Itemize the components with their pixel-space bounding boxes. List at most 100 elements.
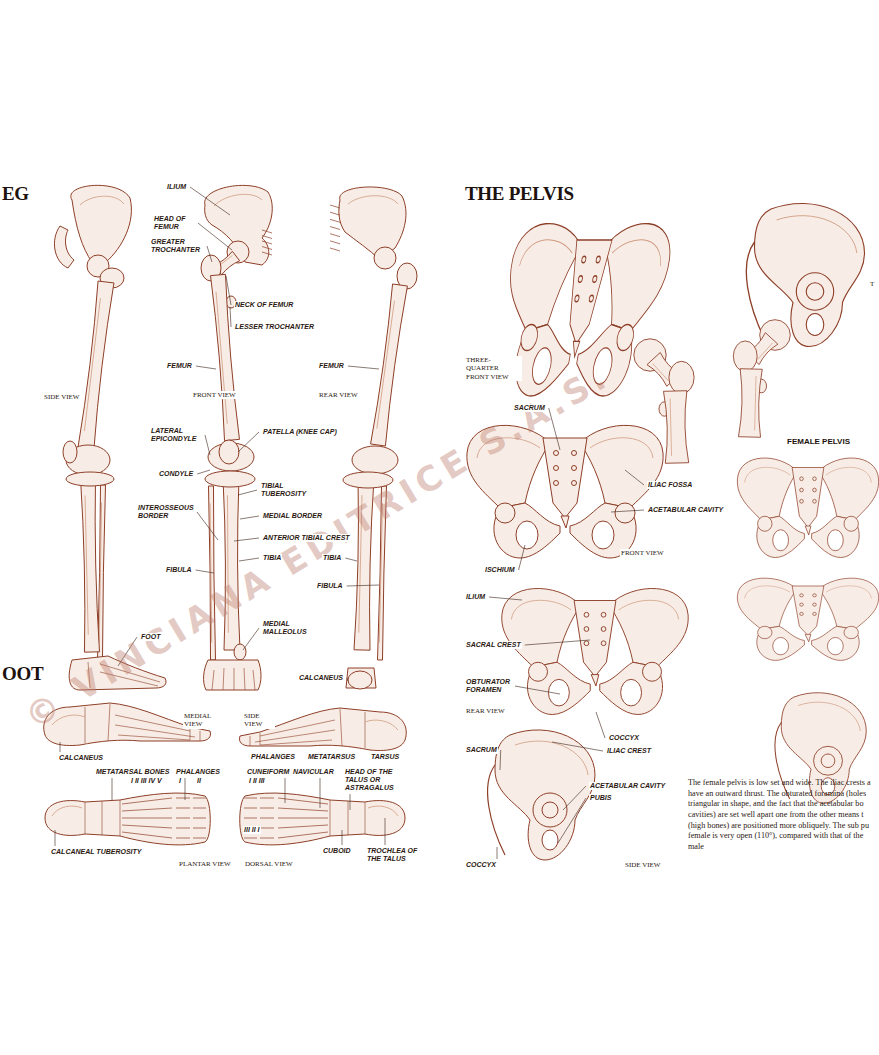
leader-line (55, 830, 56, 846)
part-label: SACRUM (513, 404, 546, 412)
medial-malleolus (234, 644, 246, 660)
part-label: CUBOID (322, 847, 352, 855)
sacral-foramen (572, 466, 577, 471)
iliac-fossa-shade (519, 240, 574, 266)
iliac-shade (777, 216, 857, 253)
tibial-plateau (66, 472, 114, 486)
section-heading: THE PELVIS (465, 183, 574, 205)
foot-dorsal-view (240, 793, 405, 845)
part-label: PHALANGES (175, 768, 221, 776)
foot-plantar-view (45, 793, 210, 845)
part-label: GREATER TROCHANTER (150, 238, 204, 254)
sacral-foramen (813, 488, 817, 492)
iliac-shade (798, 702, 860, 731)
part-label: LATERAL EPICONDYLE (150, 427, 202, 443)
calcaneus-shade (368, 806, 398, 816)
view-label: MEDIAL VIEW (183, 712, 215, 729)
sacral-foramen (813, 594, 817, 597)
part-label: ISCHIUM (484, 566, 516, 574)
obturator-foramen (773, 637, 789, 654)
leg-rear-view (330, 187, 417, 689)
part-label: SACRAL CREST (465, 641, 522, 649)
view-label: PLANTAR VIEW (178, 860, 232, 868)
view-label: SIDE VIEW (243, 712, 275, 729)
part-label: COCCYX (608, 734, 640, 742)
leader-line (197, 470, 210, 474)
calcaneus-shade (365, 720, 398, 730)
hip-bone (495, 730, 595, 860)
sacral-foramen (601, 612, 606, 617)
femur-condyle (352, 446, 398, 474)
fibula-shade (99, 502, 101, 642)
obturator-foramen (773, 530, 789, 551)
ilium (339, 187, 406, 260)
part-label: II (196, 777, 202, 785)
femur-upper-end (634, 339, 694, 463)
leader-line (552, 742, 603, 751)
metatarsal-ray (122, 832, 206, 838)
sacrum (559, 240, 613, 344)
sacrum-edge (330, 234, 340, 237)
femur-shade (377, 301, 395, 429)
iliac-wing (580, 425, 663, 508)
sacral-foramen (589, 295, 594, 302)
metatarsal-ray (122, 818, 206, 819)
sacral-foramen (800, 499, 804, 503)
iliac-crest-shade (348, 196, 398, 204)
foot-outline (240, 793, 405, 845)
tarsal-bones (85, 800, 120, 836)
leader-line (347, 585, 379, 586)
metatarsal-ray (122, 808, 206, 811)
leader-line (230, 307, 231, 327)
leader-line (285, 778, 286, 803)
view-label: FRONT VIEW (192, 391, 237, 399)
part-label: LESSER TROCHANTER (234, 323, 315, 331)
toe-bones (212, 668, 255, 690)
metatarsal-ray (122, 825, 206, 828)
part-label: CUNEIFORM (246, 768, 290, 776)
part-label: ACETABULAR CAVITY (647, 506, 724, 514)
femur-neck-shade (758, 343, 773, 359)
obturator-foramen (621, 679, 642, 706)
part-label: HEAD OF THE TALUS OR ASTRAGALUS (344, 768, 418, 792)
part-label: CALCANEUS (298, 674, 344, 682)
leader-line (207, 246, 212, 262)
sacral-foramen (584, 612, 589, 617)
part-label: TIBIA (322, 554, 342, 562)
sacral-foramen (800, 603, 804, 606)
sacrum-coccyx (775, 723, 790, 800)
leader-line (350, 794, 351, 810)
obturator-foramen (827, 530, 843, 551)
iliac-fossa-shade (610, 240, 665, 266)
part-label: ANTERIOR TIBIAL CREST (262, 534, 351, 542)
part-label: METATARSAL BONES (95, 768, 170, 776)
part-label: NECK OF FEMUR (234, 301, 294, 309)
sacrum-edge (330, 219, 340, 222)
part-label: PUBIS (589, 794, 612, 802)
leader-line (196, 570, 214, 573)
iliac-fossa-shade (214, 194, 262, 206)
acetabulum (529, 662, 548, 681)
leader-line (558, 798, 586, 843)
patella (219, 440, 239, 464)
sacral-foramen (554, 466, 559, 471)
sacral-foramen (813, 612, 817, 615)
leader-line (196, 366, 216, 369)
foot-outline (239, 708, 406, 751)
femur-shaft (664, 391, 689, 464)
iliac-fossa-shade (590, 438, 653, 458)
leader-line (385, 818, 386, 845)
ischium (54, 226, 74, 268)
acetabulum (844, 626, 858, 638)
iliac-fossa-shade (619, 600, 679, 619)
leader-line (489, 597, 522, 600)
part-label: NAVICULAR (292, 768, 335, 776)
femur-neck-shade (653, 363, 669, 380)
sacral-foramen (592, 276, 597, 283)
sacral-foramen (572, 481, 577, 486)
part-label: FEMUR (318, 362, 345, 370)
sacrum (543, 438, 587, 518)
femur (211, 274, 240, 440)
leader-line (525, 640, 590, 645)
